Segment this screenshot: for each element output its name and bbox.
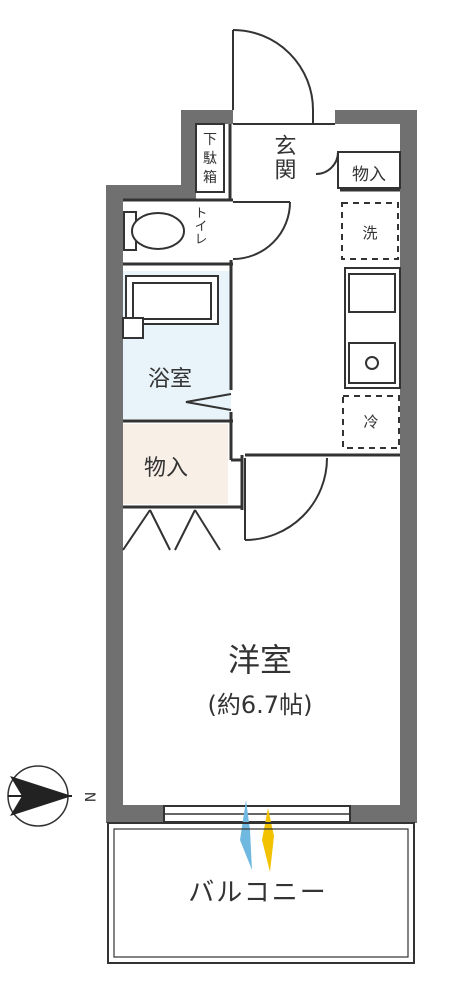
shoe-box-label: 下 駄 箱 — [203, 132, 217, 186]
room-door — [244, 457, 328, 541]
balcony-label: バルコニー — [188, 878, 327, 908]
western-room-size-label: (約6.7帖) — [208, 691, 313, 719]
western-room-label: 洋室 — [228, 641, 292, 679]
fridge-label: 冷 — [363, 413, 378, 431]
svg-text:駄: 駄 — [203, 151, 217, 167]
entrance-label: 玄関 — [271, 134, 296, 182]
toilet-door — [232, 201, 291, 260]
interior-walls — [123, 124, 400, 510]
kitchen-counter — [344, 267, 401, 389]
toilet-fixture — [123, 211, 185, 251]
appliance-spaces — [341, 202, 400, 449]
compass-north-label: N — [81, 792, 97, 802]
outer-walls — [106, 110, 417, 823]
svg-text:下: 下 — [203, 132, 217, 148]
storage-entrance-label: 物入 — [352, 165, 386, 185]
entrance-door — [232, 29, 335, 125]
svg-text:箱: 箱 — [203, 170, 217, 186]
bathtub — [125, 275, 219, 325]
storage-closet-label: 物入 — [144, 456, 188, 481]
toilet-label: トイレ — [192, 206, 207, 245]
bathroom-door — [185, 393, 232, 411]
balcony — [107, 822, 415, 964]
entrance-storage-doors — [315, 151, 401, 189]
bathroom-label: 浴室 — [148, 367, 192, 392]
shoe-box — [195, 123, 225, 193]
closet-doors — [122, 509, 221, 551]
balcony-window — [163, 800, 351, 872]
compass-icon — [7, 765, 72, 827]
storage-closet-area — [123, 424, 228, 504]
wash-basin — [122, 317, 144, 339]
washer-label: 洗 — [362, 224, 377, 242]
